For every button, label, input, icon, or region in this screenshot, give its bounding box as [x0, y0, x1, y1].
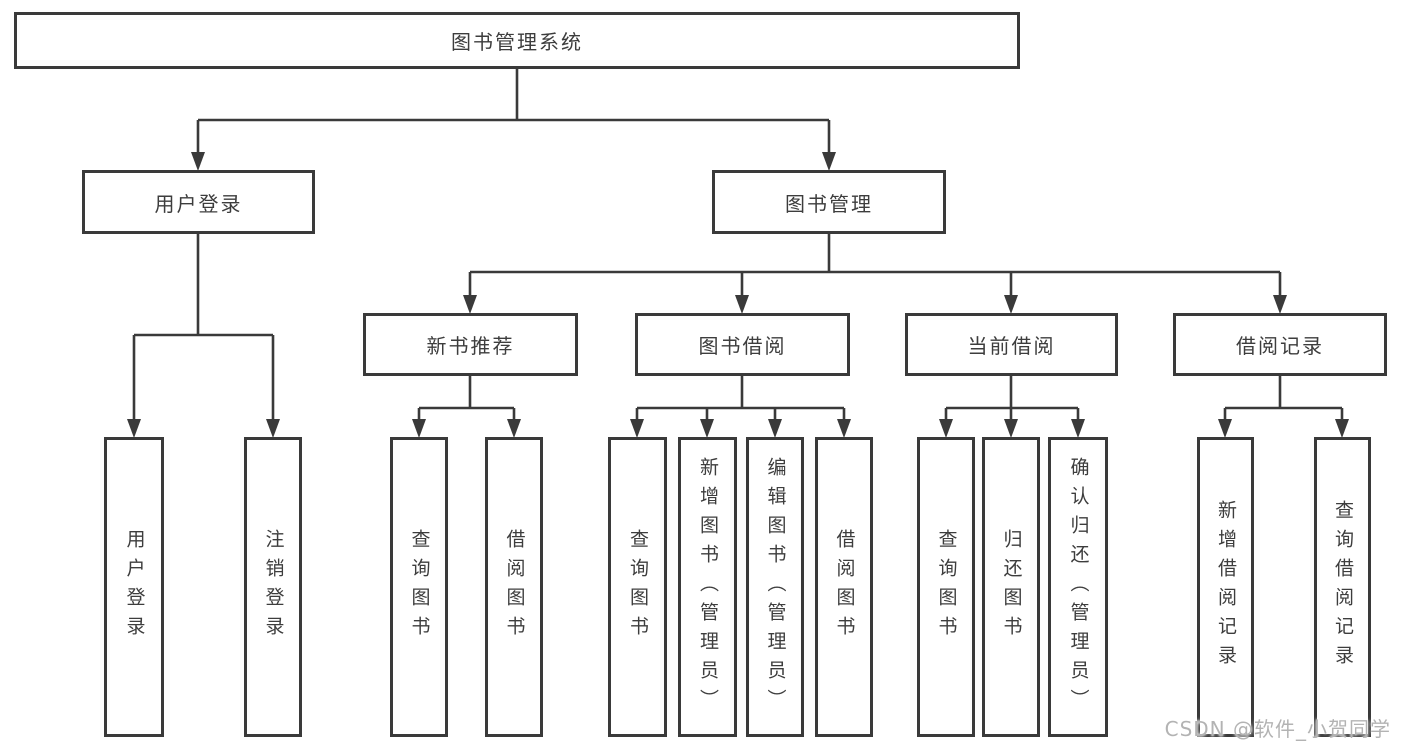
connector-currentborrow-to-leaves [944, 376, 1080, 421]
node-label: 编辑图书（管理员） [764, 456, 787, 718]
node-label: 归还图书 [1000, 529, 1023, 645]
arrowhead [191, 152, 205, 171]
node-book-management-branch: 图书管理 [712, 170, 946, 234]
leaf-borrow-books-newbook: 借阅图书 [485, 437, 543, 737]
arrowhead [822, 152, 836, 171]
node-label: 查询图书 [935, 529, 958, 645]
leaf-return-books: 归还图书 [982, 437, 1040, 737]
leaf-query-books-newbook: 查询图书 [390, 437, 448, 737]
arrowhead [768, 419, 782, 438]
arrowhead [837, 419, 851, 438]
leaf-edit-books-admin: 编辑图书（管理员） [746, 437, 804, 737]
connector-root-to-level2 [196, 69, 831, 155]
node-book-borrowing: 图书借阅 [635, 313, 850, 376]
arrowhead [507, 419, 521, 438]
leaf-query-books-current: 查询图书 [917, 437, 975, 737]
arrowhead [127, 419, 141, 438]
arrowhead [1004, 419, 1018, 438]
leaf-user-login: 用户登录 [104, 437, 164, 737]
arrowhead [463, 295, 477, 314]
node-user-login-branch: 用户登录 [82, 170, 315, 234]
leaf-borrow-books-borrowing: 借阅图书 [815, 437, 873, 737]
node-label: 图书借阅 [698, 334, 787, 358]
arrowhead [266, 419, 280, 438]
leaf-logout: 注销登录 [244, 437, 302, 737]
node-label: 借阅图书 [833, 529, 856, 645]
node-label: 新增借阅记录 [1215, 500, 1237, 674]
arrowhead [735, 295, 749, 314]
arrowhead [1218, 419, 1232, 438]
connector-userlogin-to-leaves [132, 234, 275, 421]
csdn-watermark: CSDN @软件_小贺同学 [1164, 717, 1391, 741]
arrowhead [700, 419, 714, 438]
connector-bookmgmt-to-level3 [468, 234, 1282, 297]
node-label: 图书管理 [785, 191, 873, 216]
leaf-add-borrow-record: 新增借阅记录 [1197, 437, 1254, 737]
node-label: 借阅记录 [1236, 334, 1324, 358]
node-label: 查询借阅记录 [1332, 500, 1354, 674]
leaf-query-books-borrowing: 查询图书 [608, 437, 667, 737]
arrowheads [127, 152, 1349, 438]
node-label: 图书管理系统 [451, 30, 583, 54]
leaf-add-books-admin: 新增图书（管理员） [678, 437, 737, 737]
node-new-book-recommendation: 新书推荐 [363, 313, 578, 376]
node-current-borrowing: 当前借阅 [905, 313, 1118, 376]
arrowhead [1335, 419, 1349, 438]
node-label: 当前借阅 [967, 334, 1056, 358]
node-label: 新增图书（管理员） [697, 456, 719, 718]
arrowhead [412, 419, 426, 438]
node-borrowing-records: 借阅记录 [1173, 313, 1387, 376]
node-label: 用户登录 [123, 529, 146, 645]
connector-newbook-to-leaves [417, 376, 516, 421]
leaf-query-borrow-record: 查询借阅记录 [1314, 437, 1371, 737]
arrowhead [1004, 295, 1018, 314]
arrowhead [939, 419, 953, 438]
connector-records-to-leaves [1223, 376, 1344, 421]
node-label: 查询图书 [627, 529, 649, 645]
node-label: 注销登录 [262, 529, 285, 645]
node-label: 新书推荐 [426, 334, 515, 358]
node-label: 用户登录 [154, 191, 243, 216]
node-root-system: 图书管理系统 [14, 12, 1020, 69]
arrowhead [1071, 419, 1085, 438]
leaf-confirm-return-admin: 确认归还（管理员） [1048, 437, 1108, 737]
connector-bookborrow-to-leaves [635, 376, 846, 421]
arrowhead [1273, 295, 1287, 314]
arrowhead [630, 419, 644, 438]
node-label: 确认归还（管理员） [1067, 456, 1090, 718]
node-label: 查询图书 [408, 529, 431, 645]
node-label: 借阅图书 [503, 529, 526, 645]
